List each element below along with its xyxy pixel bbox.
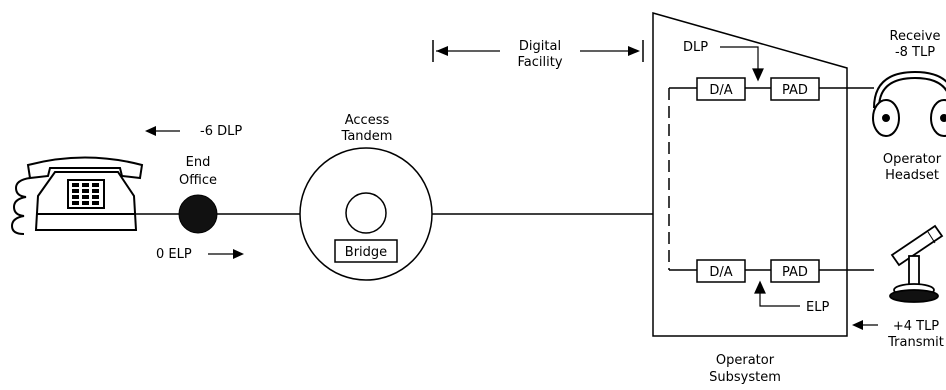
telephone-icon	[10, 156, 144, 235]
operator-subsystem-frame	[652, 12, 848, 337]
end-office-label-1: End	[186, 155, 211, 170]
da-box-bottom	[696, 259, 746, 283]
access-tandem-label-2: Tandem	[341, 129, 393, 144]
microphone-icon	[889, 224, 944, 303]
da-top-label: D/A	[709, 83, 732, 98]
receive-label-2: -8 TLP	[895, 45, 935, 60]
digital-facility-label-1: Digital	[519, 39, 561, 54]
digital-facility-label-2: Facility	[517, 55, 562, 70]
end-office-label-2: Office	[179, 173, 217, 188]
pad-box-bottom	[770, 259, 820, 283]
da-bottom-label: D/A	[709, 265, 732, 280]
headset-icon	[872, 70, 946, 137]
end-office-node	[178, 194, 218, 234]
bridge-label: Bridge	[345, 245, 387, 260]
tandem-inner-circle	[345, 192, 387, 234]
transmit-label-1: +4 TLP	[893, 319, 939, 334]
headset-label-1: Operator	[883, 152, 942, 167]
dlp-right-arrow-icon	[720, 46, 764, 82]
pad-bottom-label: PAD	[782, 265, 808, 280]
transmit-arrow-icon	[852, 320, 878, 330]
digital-facility-span	[432, 40, 644, 62]
dlp-left-arrow-icon	[145, 126, 180, 136]
bridge-box	[334, 239, 398, 263]
elp-right-arrow-icon	[754, 280, 800, 307]
pad-box-top	[770, 77, 820, 101]
pad-top-label: PAD	[782, 83, 808, 98]
subsystem-label-2: Subsystem	[709, 370, 781, 385]
elp-right-label: ELP	[806, 300, 829, 315]
elp-left-arrow-icon	[208, 249, 244, 259]
elp-left-label: 0 ELP	[156, 247, 192, 262]
subsystem-label-1: Operator	[716, 353, 775, 368]
transmit-label-2: Transmit	[887, 335, 944, 350]
headset-label-2: Headset	[885, 168, 939, 183]
dlp-left-label: -6 DLP	[200, 124, 242, 139]
receive-label-1: Receive	[890, 29, 941, 44]
dlp-right-label: DLP	[683, 40, 708, 55]
access-tandem-label-1: Access	[345, 113, 390, 128]
da-box-top	[696, 77, 746, 101]
